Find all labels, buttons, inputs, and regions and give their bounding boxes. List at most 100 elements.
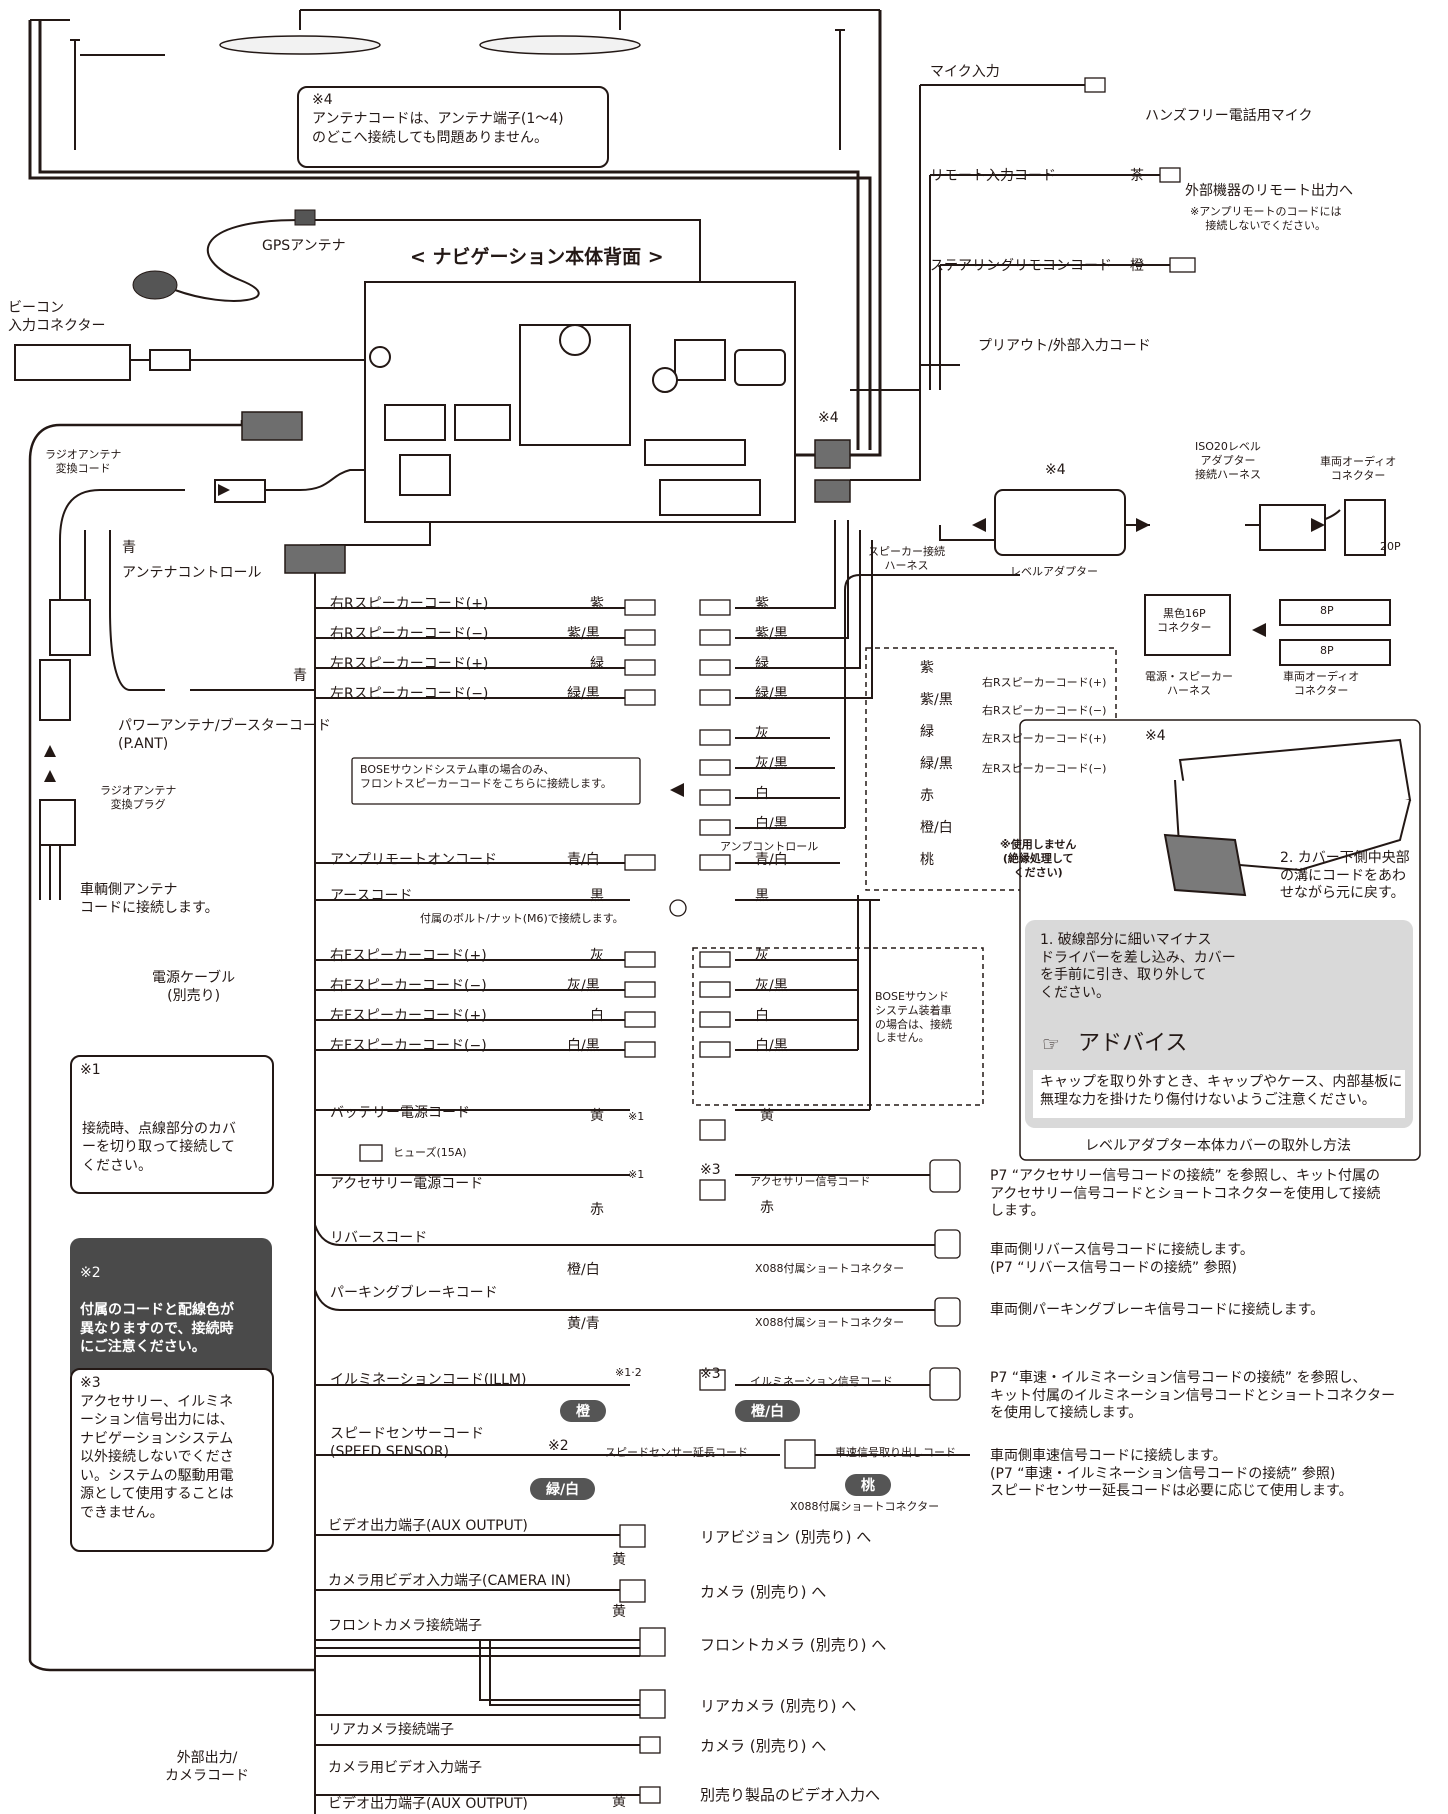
amp-control-color: 青/白 [755,852,788,868]
pointing-hand-icon: ☞ [1042,1032,1060,1056]
bose-note: BOSEサウンドシステム車の場合のみ、 フロントスピーカーコードをこちらに接続し… [360,763,612,790]
power-speaker-harness-label: 電源・スピーカー ハーネス [1145,670,1233,697]
unused-label-1: 右Rスピーカーコード(+) [982,676,1107,689]
battery-color: 黄 [590,1108,604,1124]
cord-lf-minus-right: 白/黒 [755,1038,788,1054]
short-connector-1: X088付属ショートコネクター [755,1262,905,1275]
handsfree-mic-label: ハンズフリー電話用マイク [1145,108,1313,124]
mark4-a: ※4 [818,410,839,426]
unused-label-2: 右Rスピーカーコード(−) [982,704,1107,717]
unused-color-2: 紫/黒 [920,692,953,708]
rear-cam-label: リアカメラ接続端子 [328,1722,454,1738]
cord-rf-plus-color: 灰 [590,948,604,964]
parking-dest: 車両側パーキングブレーキ信号コードに接続します。 [990,1302,1325,1318]
note1-text: 接続時、点線部分のカバ ーを切り取って接続して ください。 [82,1121,236,1174]
speed-takeout-color-badge: 桃 [845,1474,891,1496]
vehicle-audio2-label: 車両オーディオ コネクター [1283,670,1360,697]
bose-color-1: 灰 [755,726,769,742]
cord-rf-minus: 右Fスピーカーコード(−) [330,978,487,994]
beacon-connector-label: ビーコン 入力コネクター [8,300,106,334]
cord-lr-plus-color: 緑 [590,656,604,672]
video-out-color: 黄 [612,1552,626,1568]
amp-control-label: アンプコントロール [720,840,819,853]
note1-mark: ※1 [80,1062,101,1078]
steering-color: 橙 [1130,258,1144,274]
acc-dest: P7 “アクセサリー信号コードの接続” を参照し、キット付属の アクセサリー信号… [990,1168,1381,1219]
mark12: ※1·2 [615,1366,642,1379]
preout-label: プリアウト/外部入力コード [978,338,1151,354]
pin-20p: 20P [1380,540,1401,553]
illm-label: イルミネーションコード(ILLM) [330,1372,527,1388]
cord-lf-plus-color: 白 [590,1008,604,1024]
iso-harness-label: ISO20レベル アダプター 接続ハーネス [1195,440,1261,481]
unused-label-4: 左Rスピーカーコード(−) [982,762,1107,775]
acc-signal-label: アクセサリー信号コード [750,1175,871,1188]
unused-color-1: 紫 [920,660,934,676]
cord-rf-plus: 右Fスピーカーコード(+) [330,948,487,964]
cord-lf-minus: 左Fスピーカーコード(−) [330,1038,487,1054]
unused-color-4: 緑/黒 [920,756,953,772]
cord-lf-plus-right: 白 [755,1008,769,1024]
black16p-label: 黒色16P コネクター [1157,607,1212,634]
unit-title: < ナビゲーション本体背面 > [410,246,664,268]
cord-lr-minus-right: 緑/黒 [755,686,788,702]
antenna-note-mark: ※4 [312,92,333,108]
short-connector-2: X088付属ショートコネクター [755,1316,905,1329]
vehicle-antenna-label: 車輌側アンテナ コードに接続します。 [80,882,219,916]
earth-right-color: 黒 [755,888,769,904]
cord-rr-plus-right: 紫 [755,596,769,612]
advice-body [1033,1070,1405,1118]
cord-rr-plus: 右Rスピーカーコード(+) [330,596,489,612]
speed-dest: 車両側車速信号コードに接続します。 (P7 “車速・イルミネーション信号コードの… [990,1448,1353,1499]
cord-lr-plus-right: 緑 [755,656,769,672]
mark4-b: ※4 [1045,462,1066,478]
mark3-a: ※3 [700,1162,721,1178]
unused-color-3: 緑 [920,724,934,740]
note1-box [70,1055,274,1194]
short-connector-3: X088付属ショートコネクター [790,1500,940,1513]
power-cable-label: 電源ケーブル (別売り) [152,970,236,1004]
video-out-2-label: ビデオ出力端子(AUX OUTPUT) [328,1796,528,1812]
mark2: ※2 [548,1438,569,1454]
illm-signal-color-badge: 橙/白 [735,1400,801,1422]
note3-box [70,1368,274,1552]
remote-color: 茶 [1130,168,1144,184]
fuse-label: ヒューズ(15A) [393,1146,467,1159]
illm-signal-label: イルミネーション信号コード [750,1375,893,1388]
blue-color-label: 青 [122,540,136,556]
cord-lr-minus-color: 緑/黒 [567,686,600,702]
unused-color-6: 橙/白 [920,820,953,836]
parking-color: 黄/青 [567,1316,600,1332]
unused-color-5: 赤 [920,788,934,804]
vehicle-audio-label: 車両オーディオ コネクター [1320,455,1397,482]
video-out-label: ビデオ出力端子(AUX OUTPUT) [328,1518,528,1534]
battery-right-color: 黄 [760,1108,774,1124]
remote-cord-label: リモート入力コード [930,168,1056,184]
speed-ext-label: スピードセンサー延長コード [605,1446,748,1459]
ext-cord-label: 外部出力/ カメラコード [165,1750,249,1784]
mark3-b: ※3 [700,1366,721,1382]
front-cam-label: フロントカメラ接続端子 [328,1618,482,1634]
reverse-label: リバースコード [330,1230,428,1246]
cord-rf-minus-color: 灰/黒 [567,978,600,994]
reverse-color: 橙/白 [567,1262,600,1278]
acc-label: アクセサリー電源コード [330,1176,484,1192]
cord-lr-minus: 左Rスピーカーコード(−) [330,686,489,702]
earth-color: 黒 [590,888,604,904]
cord-lf-plus: 左Fスピーカーコード(+) [330,1008,487,1024]
amp-remote-color: 青/白 [567,852,600,868]
note2-text: 付属のコードと配線色が 異なりますので、接続時 にご注意ください。 [80,1302,234,1356]
amp-remote-label: アンプリモートオンコード [330,852,498,868]
battery-label: バッテリー電源コード [330,1105,470,1121]
speed-label: スピードセンサーコード (SPEED SENSOR) [330,1426,484,1460]
camera-in-2-label: カメラ用ビデオ入力端子 [328,1760,482,1776]
video-out-2-color: 黄 [612,1794,626,1810]
power-antenna-color: 青 [293,668,307,684]
bose-color-3: 白 [755,786,769,802]
video-out-dest: リアビジョン (別売り) へ [700,1528,872,1546]
antenna-note-text: アンテナコードは、アンテナ端子(1〜4) のどこへ接続しても問題ありません。 [312,111,564,146]
cord-rf-minus-right: 灰/黒 [755,978,788,994]
cover-step2: 2. カバー下側中央部 の溝にコードをあわ せながら元に戻す。 [1280,850,1410,901]
unused-color-7: 桃 [920,852,934,868]
pin-8p-a: 8P [1320,604,1334,617]
